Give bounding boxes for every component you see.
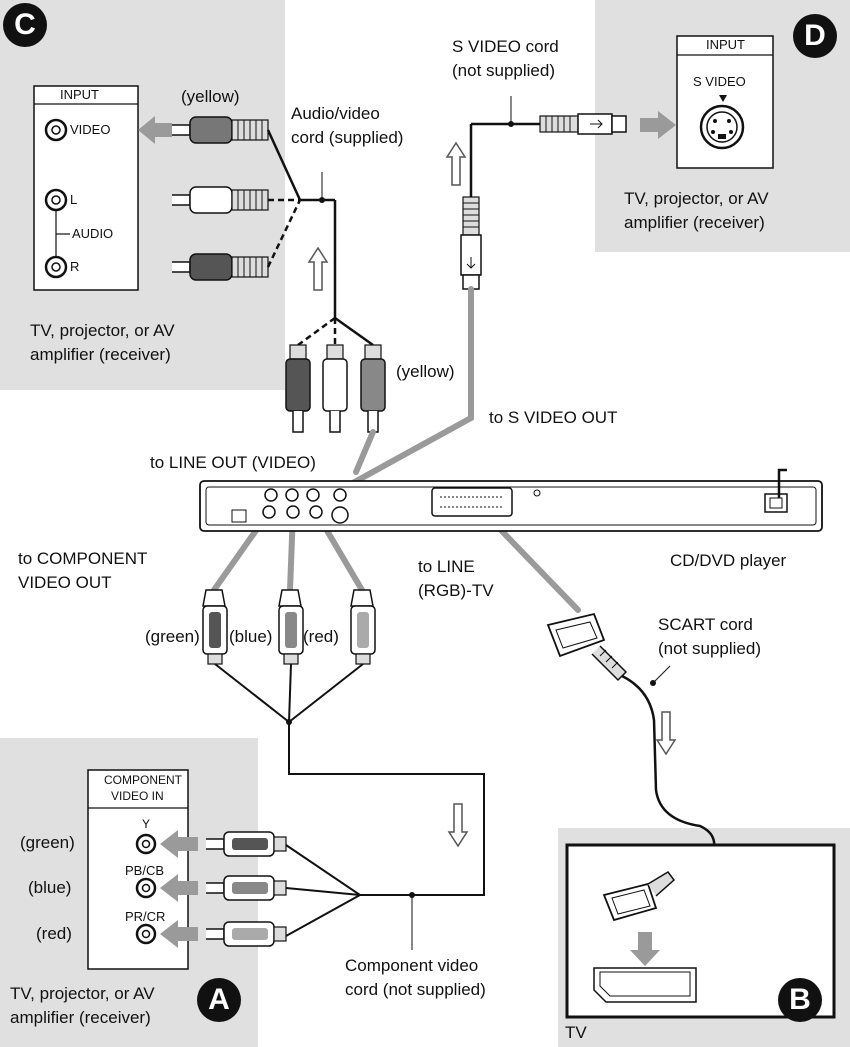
svideo-jack-d (699, 104, 745, 150)
cd-dvd-player (199, 468, 823, 532)
av-cord (266, 129, 374, 347)
label-comp-blue: (blue) (229, 627, 273, 646)
label-to-component-2: VIDEO OUT (18, 573, 112, 592)
plug-l-c (172, 186, 269, 214)
device-label-c-2: amplifier (receiver) (30, 345, 171, 364)
hollow-arrow-scart (655, 711, 677, 756)
label-component-cord-1: Component video (345, 956, 479, 975)
input-label-a-2: VIDEO IN (111, 789, 164, 803)
label-av-cord-1: Audio/video (291, 104, 380, 123)
hollow-arrow-component (447, 803, 469, 848)
color-label-blue-a: (blue) (28, 878, 72, 897)
label-to-line-rgb-2: (RGB)-TV (418, 581, 494, 600)
svideo-plug-vertical (460, 196, 482, 290)
jack-pb-a (135, 877, 157, 899)
device-label-d-1: TV, projector, or AV (624, 189, 769, 208)
jack-label-l-c: L (70, 192, 78, 207)
badge-a: A (197, 978, 241, 1022)
badge-c: C (3, 3, 47, 47)
av-plug-red (285, 344, 311, 433)
svideo-plug-horizontal (539, 113, 627, 135)
jack-label-pr-a: PR/CR (125, 909, 166, 924)
jack-l-c (44, 188, 68, 212)
arrow-to-pb-a (160, 874, 198, 902)
arrow-to-scart-socket (630, 932, 660, 966)
av-plug-yellow (360, 344, 386, 433)
label-to-component-1: to COMPONENT (18, 549, 148, 568)
device-label-c-1: TV, projector, or AV (30, 321, 175, 340)
color-label-green-a: (green) (20, 833, 75, 852)
label-to-svideo-out: to S VIDEO OUT (489, 408, 618, 427)
input-label-a-1: COMPONENT (104, 773, 182, 787)
svideo-cord (469, 122, 540, 197)
component-plug-red-lower (206, 921, 287, 947)
arrow-to-video-c (138, 116, 172, 144)
scart-plug-lower (602, 871, 676, 922)
label-component-cord-2: cord (not supplied) (345, 980, 486, 999)
component-plug-green-lower (206, 831, 287, 857)
component-plug-blue-upper (278, 589, 304, 665)
scart-socket-b (593, 967, 697, 1003)
jack-video-c (44, 118, 68, 142)
arrow-to-y-a (160, 830, 198, 858)
device-label-a-1: TV, projector, or AV (10, 984, 155, 1003)
arrow-to-pr-a (160, 920, 198, 948)
label-to-line-rgb-1: to LINE (418, 557, 475, 576)
label-svideo-cord-1: S VIDEO cord (452, 37, 559, 56)
component-cord (214, 663, 485, 937)
badge-b: B (778, 978, 822, 1022)
hollow-arrow-av (307, 246, 329, 291)
label-yellow-bottom: (yellow) (396, 362, 455, 381)
label-scart-1: SCART cord (658, 615, 753, 634)
jack-label-video-c: VIDEO (70, 122, 111, 137)
plug-r-c (172, 253, 269, 281)
label-av-cord-2: cord (supplied) (291, 128, 404, 147)
component-plug-green-upper (202, 589, 228, 665)
device-label-d-2: amplifier (receiver) (624, 213, 765, 232)
label-comp-green: (green) (145, 627, 200, 646)
jack-label-svideo-d: S VIDEO (693, 74, 746, 89)
av-plug-white (322, 344, 348, 433)
jack-label-y-a: Y (142, 817, 151, 831)
line-svideo-to-player (337, 286, 474, 493)
arrow-to-svideo-d (640, 111, 676, 139)
scart-plug-upper (546, 612, 628, 682)
jack-label-pb-a: PB/CB (125, 863, 165, 878)
component-plug-red-upper (350, 589, 376, 665)
label-to-line-out: to LINE OUT (VIDEO) (150, 453, 316, 472)
color-label-red-a: (red) (36, 924, 72, 943)
label-yellow-top: (yellow) (181, 87, 240, 106)
jack-r-c (44, 255, 68, 279)
label-scart-2: (not supplied) (658, 639, 762, 658)
jack-y-a (135, 833, 157, 855)
hollow-arrow-svideo (445, 141, 467, 186)
label-player: CD/DVD player (670, 551, 787, 570)
component-plug-blue-lower (206, 875, 287, 901)
jack-label-audio-c: AUDIO (72, 226, 114, 241)
label-comp-red: (red) (303, 627, 339, 646)
device-label-a-2: amplifier (receiver) (10, 1008, 151, 1027)
input-label-d: INPUT (706, 37, 745, 52)
input-label-c: INPUT (60, 87, 99, 102)
badge-d: D (793, 14, 837, 58)
jack-pr-a (135, 923, 157, 945)
device-label-b: TV (565, 1023, 587, 1042)
line-lineout-to-player (353, 429, 376, 475)
jack-label-r-c: R (70, 259, 80, 274)
label-svideo-cord-2: (not supplied) (452, 61, 556, 80)
